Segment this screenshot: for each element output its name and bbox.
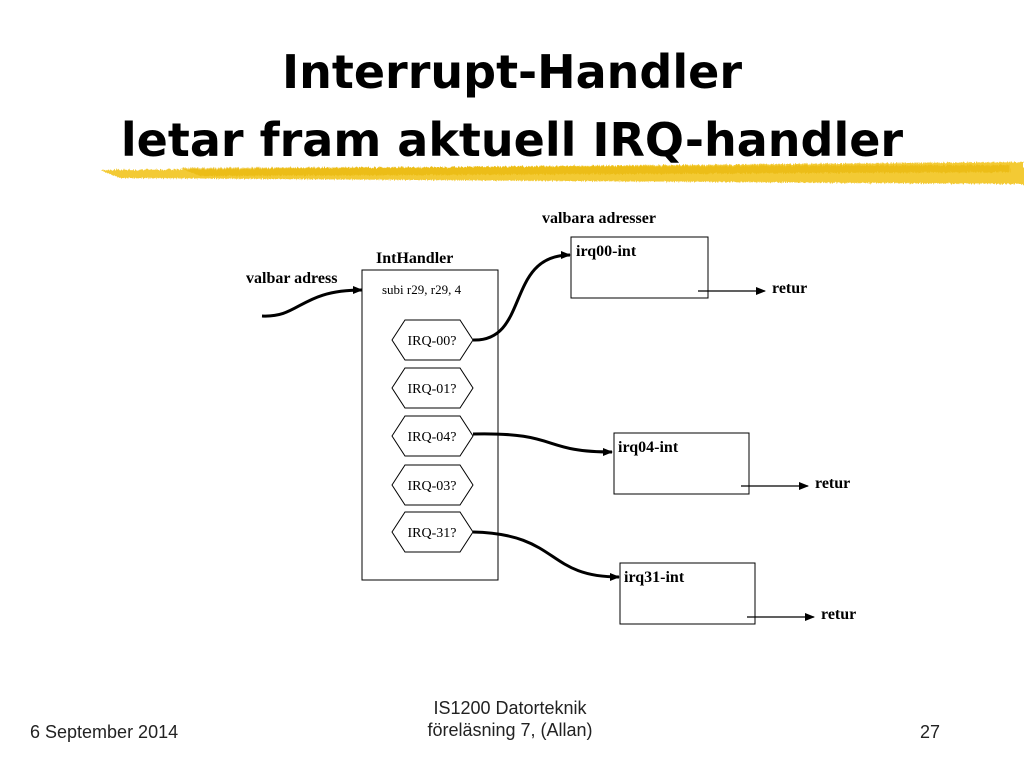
handler-irq31: irq31-int retur bbox=[619, 562, 856, 625]
irq-check-04: IRQ-04? bbox=[391, 415, 474, 457]
footer-course-line1: IS1200 Datorteknik bbox=[433, 698, 587, 718]
irq-check-01: IRQ-01? bbox=[391, 367, 474, 409]
retur-label: retur bbox=[772, 280, 807, 297]
footer-course: IS1200 Datorteknik föreläsning 7, (Allan… bbox=[380, 697, 640, 741]
handler-irq00: irq00-int retur bbox=[570, 236, 807, 299]
handler-name: irq00-int bbox=[576, 243, 637, 260]
irq-check-03: IRQ-03? bbox=[391, 464, 474, 506]
footer-date: 6 September 2014 bbox=[30, 722, 179, 742]
irq-check-00: IRQ-00? bbox=[391, 319, 474, 361]
irq-check-label: IRQ-01? bbox=[408, 382, 457, 397]
irq-check-31: IRQ-31? bbox=[391, 511, 474, 553]
irq-check-label: IRQ-03? bbox=[408, 479, 457, 494]
instruction-text: subi r29, r29, 4 bbox=[382, 282, 462, 297]
arrow-irq31-to-handler bbox=[472, 530, 620, 581]
inthandler-label: IntHandler bbox=[376, 250, 453, 267]
handler-name: irq04-int bbox=[618, 439, 679, 456]
valbara-adresser-label: valbara adresser bbox=[542, 210, 656, 227]
valbar-adress-label: valbar adress bbox=[246, 270, 337, 287]
slide-title-line1: Interrupt-Handler bbox=[281, 45, 743, 99]
irq-check-label: IRQ-00? bbox=[408, 334, 457, 349]
handler-irq04: irq04-int retur bbox=[613, 432, 850, 495]
irq-check-label: IRQ-31? bbox=[408, 526, 457, 541]
slide-title-line2: letar fram aktuell IRQ-handler bbox=[120, 113, 904, 167]
entry-arrow bbox=[261, 286, 363, 318]
retur-label: retur bbox=[821, 606, 856, 623]
retur-label: retur bbox=[815, 475, 850, 492]
arrow-irq04-to-handler bbox=[472, 432, 613, 456]
irq-check-label: IRQ-04? bbox=[408, 430, 457, 445]
footer-course-line2: föreläsning 7, (Allan) bbox=[427, 720, 593, 740]
arrow-irq00-to-handler bbox=[472, 251, 571, 342]
footer-page-number: 27 bbox=[920, 722, 941, 742]
handler-name: irq31-int bbox=[624, 569, 685, 586]
